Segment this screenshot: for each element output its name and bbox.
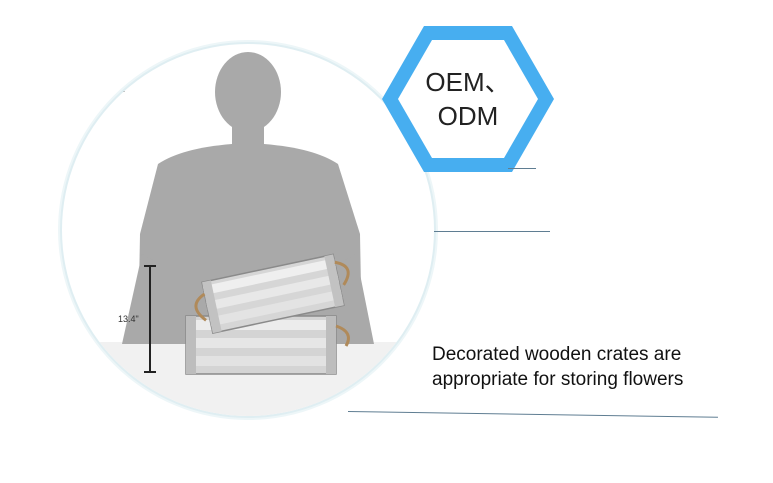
height-label: 13.4" xyxy=(118,314,139,324)
badge-line-2: ODM xyxy=(437,101,499,131)
small-crate xyxy=(194,253,350,335)
divider-line-middle xyxy=(434,231,550,232)
product-photo: JI 13.4" xyxy=(62,44,434,416)
divider-line-bottom xyxy=(347,411,718,418)
badge-text: OEM、 ODM xyxy=(378,20,558,178)
height-marker xyxy=(144,265,156,373)
product-caption: Decorated wooden crates are appropriate … xyxy=(432,342,683,392)
badge-line-1: OEM、 xyxy=(425,67,511,97)
caption-line-2: appropriate for storing flowers xyxy=(432,369,684,390)
caption-line-1: Decorated wooden crates are xyxy=(432,344,682,365)
brand-logo-fragment: JI xyxy=(117,84,126,94)
oem-odm-badge: OEM、 ODM xyxy=(378,20,558,178)
hexagon-shape xyxy=(382,26,554,172)
divider-line-top-short xyxy=(508,168,536,169)
